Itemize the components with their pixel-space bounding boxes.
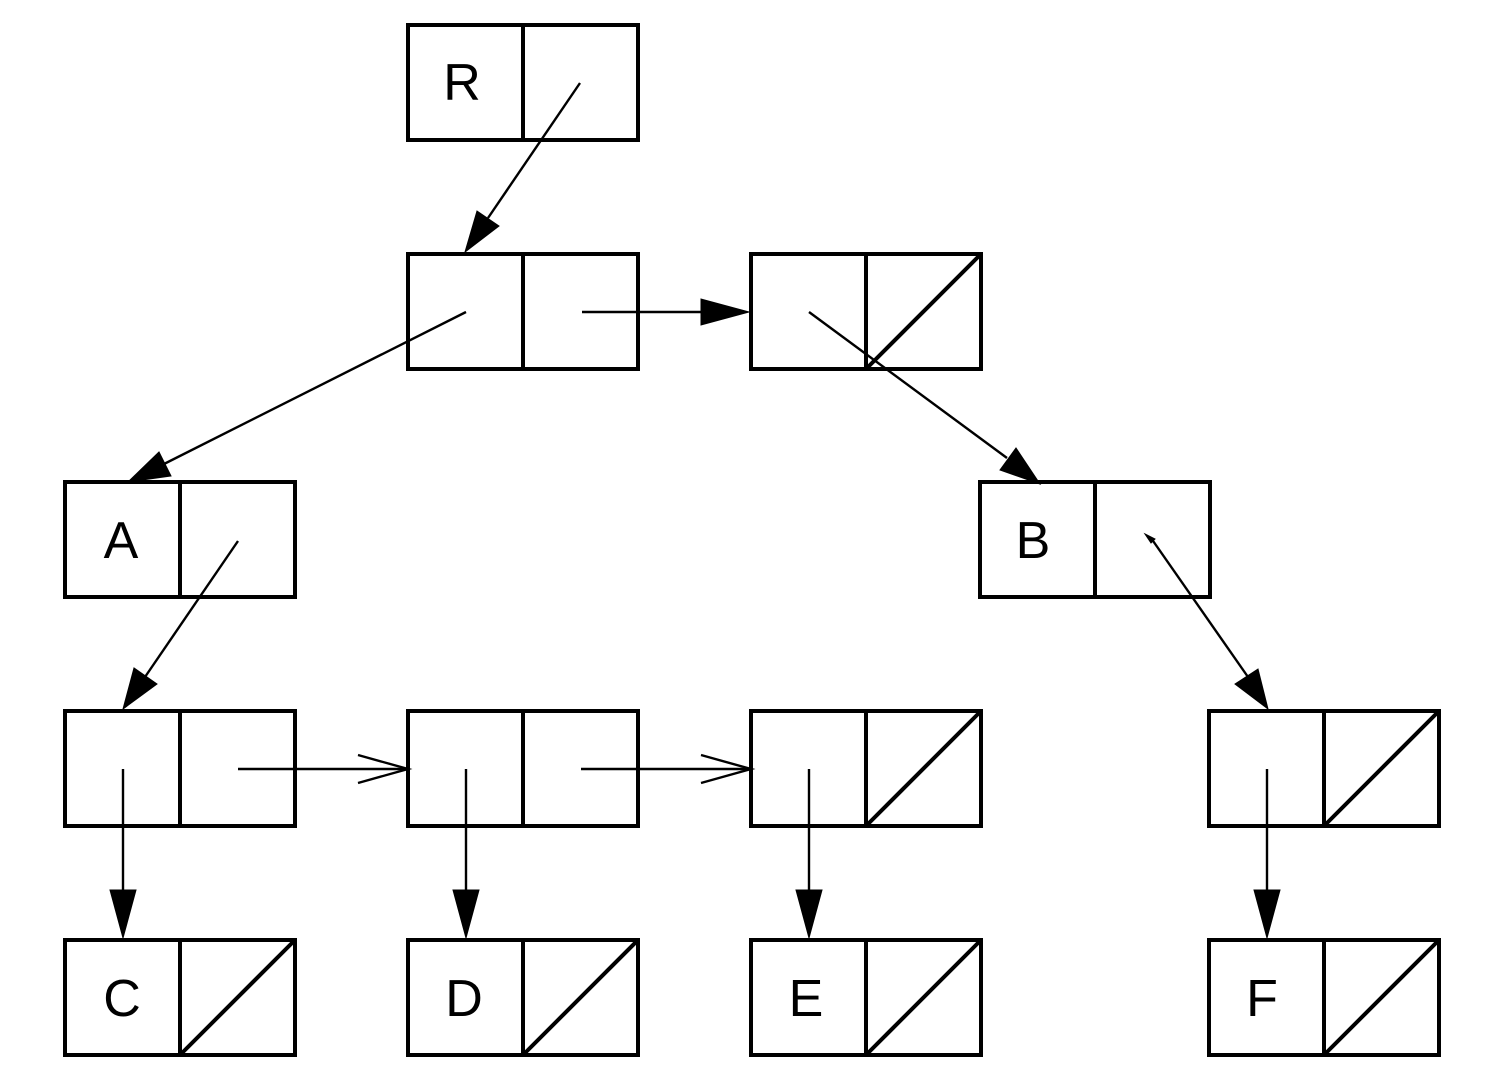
label-r: R [443,54,481,112]
arrowhead [1234,668,1269,711]
arrow-line [144,540,239,678]
arrowhead-small [1143,532,1156,544]
arrow-line [487,82,581,219]
nil-slash [1322,709,1441,828]
nil-slash [178,938,297,1057]
nil-slash [864,252,983,371]
cell-list-second [749,252,983,371]
arrowhead [700,298,751,326]
arrowhead [795,889,823,940]
cell-b: B [978,480,1212,599]
nil-slash [521,938,640,1057]
pointer-bsub-car-to-f [1253,769,1281,940]
cell-b-sub-1 [1207,709,1441,828]
arrow-line [163,310,467,466]
arrowhead-open [357,753,413,785]
label-f: F [1246,970,1278,1028]
arrowhead [452,889,480,940]
pointer-head-cdr-to-second [582,298,751,326]
pointer-second-car-to-b [808,311,1042,485]
arrowhead [122,667,158,711]
label-c: C [103,970,141,1028]
cell-a: A [63,480,297,599]
pointer-b-to-sublist [1143,532,1269,711]
nil-slash [864,938,983,1057]
label-a: A [104,512,139,570]
pointer-r-to-list [464,82,581,254]
label-d: D [445,970,483,1028]
arrow-line [808,311,1008,459]
pointer-sub2-to-sub3 [581,753,756,785]
arrowhead [1253,889,1281,940]
arrowhead [126,451,172,483]
pointer-sub2-car-to-d [452,769,480,940]
pointer-a-to-sublist [122,540,239,711]
arrow-line [1150,537,1249,678]
cell-d: D [406,938,640,1057]
arrowhead [109,889,137,940]
pointer-head-car-to-a [126,310,467,483]
arrowhead [464,210,500,254]
cell-e: E [749,938,983,1057]
cell-a-sub-3 [749,709,983,828]
nil-slash [864,709,983,828]
label-e: E [789,970,824,1028]
label-b: B [1016,512,1051,570]
cell-f: F [1207,938,1441,1057]
arrowhead [999,447,1042,485]
nil-slash [1322,938,1441,1057]
pointer-sub1-to-sub2 [238,753,413,785]
cell-c: C [63,938,297,1057]
arrowhead-open [700,753,756,785]
pointer-sub3-car-to-e [795,769,823,940]
cell-r: R [406,23,640,142]
pointer-sub1-car-to-c [109,769,137,940]
